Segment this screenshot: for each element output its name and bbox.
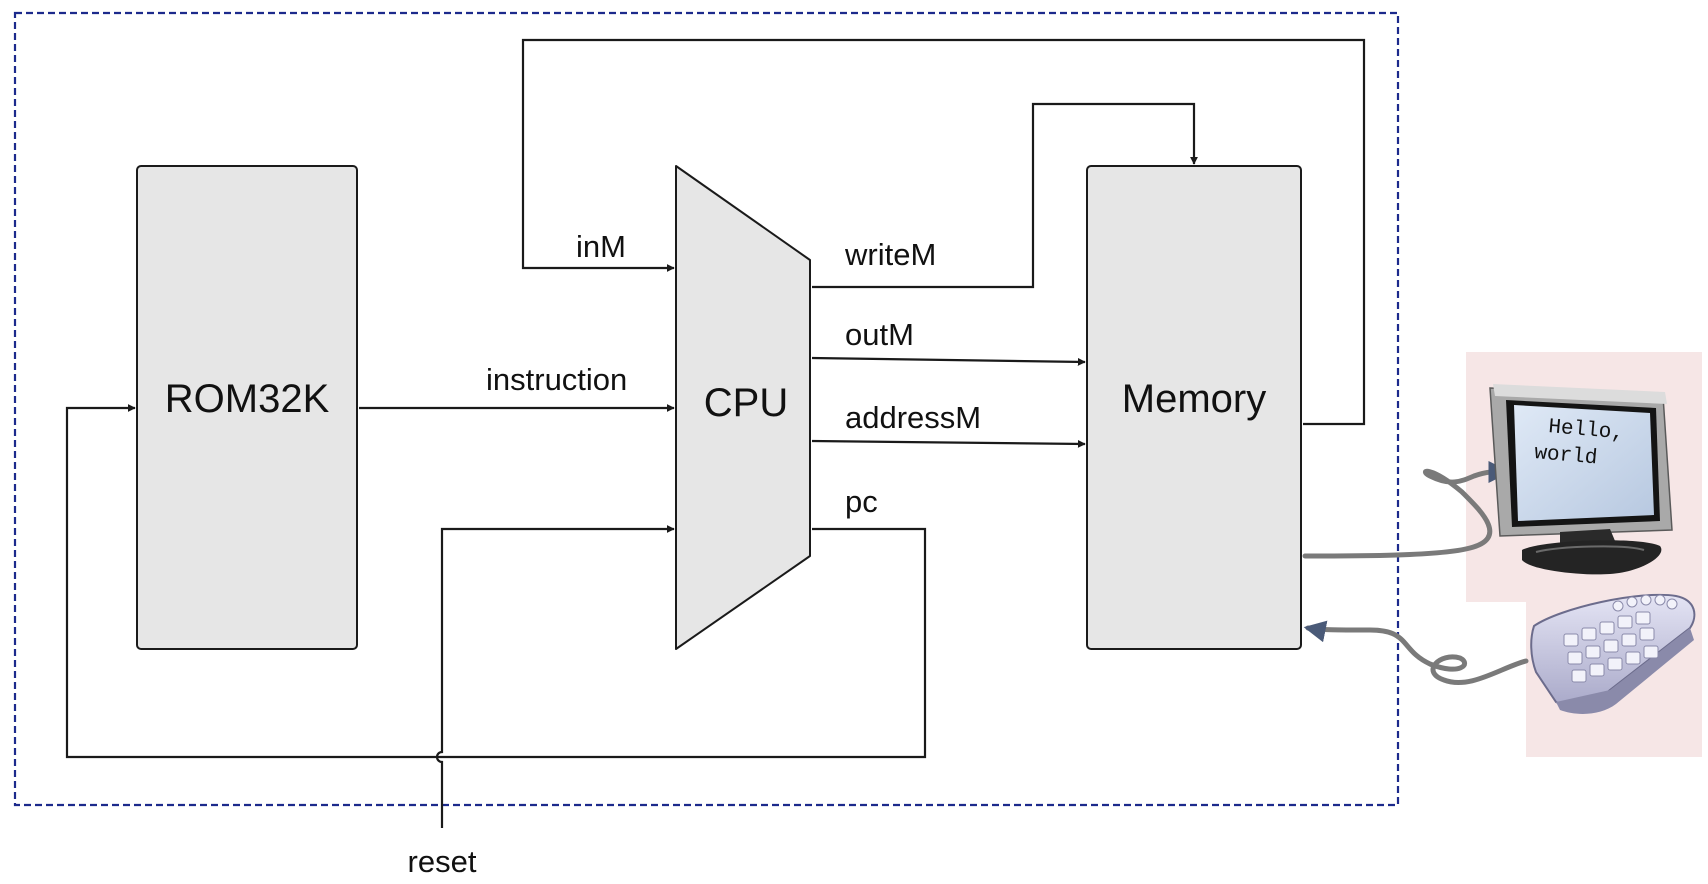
addressM-wire bbox=[811, 439, 1086, 448]
keyboard-icon bbox=[1530, 593, 1696, 714]
cpu-chip: CPU bbox=[675, 165, 811, 650]
rom32k-chip: ROM32K bbox=[136, 165, 358, 650]
addressM-label: addressM bbox=[845, 400, 981, 435]
screen-cable bbox=[1302, 460, 1511, 559]
outM-wire bbox=[811, 356, 1086, 366]
inM-label: inM bbox=[576, 229, 626, 264]
screen-text-line2: world bbox=[1533, 442, 1598, 470]
inM-wire bbox=[521, 38, 1366, 426]
writeM-wire bbox=[812, 102, 1198, 289]
cpu-label: CPU bbox=[704, 381, 788, 425]
memory-label: Memory bbox=[1122, 377, 1266, 421]
rom32k-label: ROM32K bbox=[165, 377, 330, 421]
pc-wire bbox=[65, 404, 927, 759]
keyboard-cable bbox=[1303, 620, 1529, 686]
reset-label: reset bbox=[408, 844, 477, 879]
outM-label: outM bbox=[845, 317, 914, 352]
writeM-label: writeM bbox=[844, 237, 936, 272]
instruction-label: instruction bbox=[486, 362, 627, 397]
computer-boundary bbox=[13, 11, 1400, 807]
pc-label: pc bbox=[845, 484, 878, 519]
monitor-icon: Hello, world bbox=[1489, 384, 1673, 575]
memory-chip: Memory bbox=[1086, 165, 1302, 650]
reset-wire bbox=[435, 525, 675, 828]
